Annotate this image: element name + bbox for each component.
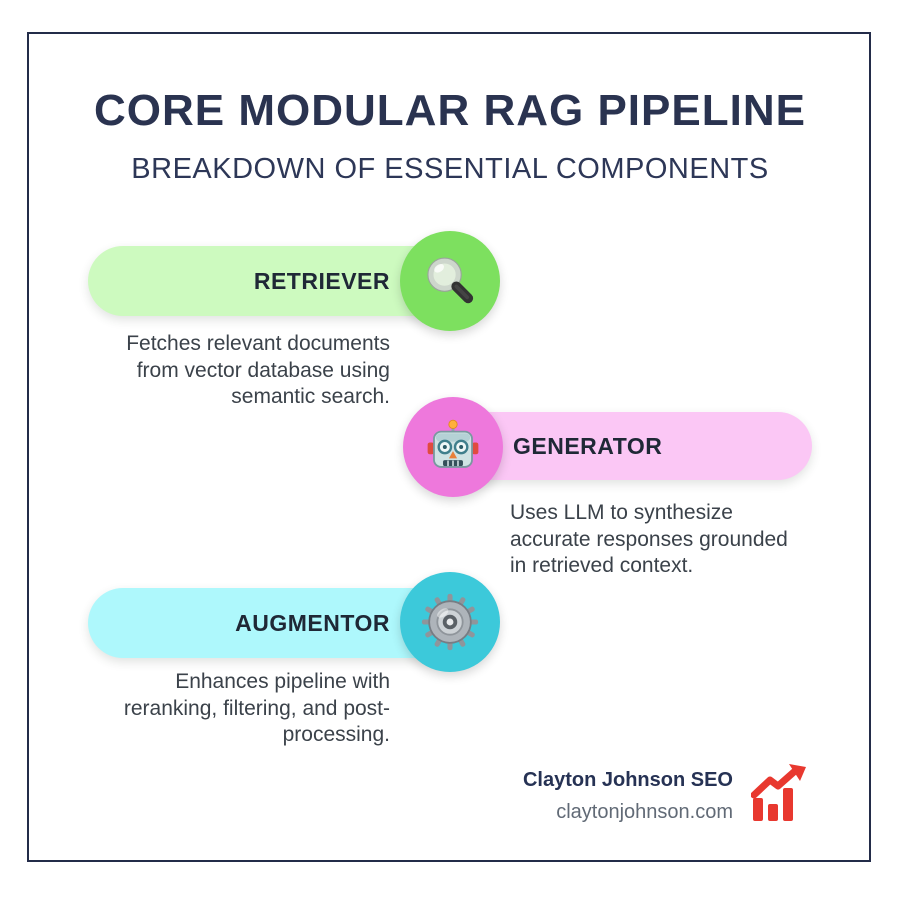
- robot-icon: [427, 419, 479, 468]
- retriever-icon-badge: [400, 231, 500, 331]
- page-subtitle: BREAKDOWN OF ESSENTIAL COMPONENTS: [131, 153, 769, 185]
- growth-chart-icon: [750, 762, 807, 824]
- magnifying-glass-icon: [427, 257, 474, 304]
- gear-icon: [421, 593, 479, 651]
- generator-icon-badge: [403, 397, 503, 497]
- generator-label: GENERATOR: [513, 432, 663, 459]
- brand-website: claytonjohnson.com: [556, 801, 733, 823]
- augmentor-icon-badge: [400, 572, 500, 672]
- brand-name: Clayton Johnson SEO: [522, 769, 733, 791]
- augmentor-description: Enhances pipeline with reranking, filter…: [123, 670, 390, 746]
- retriever-description: Fetches relevant documents from vector d…: [126, 332, 390, 408]
- retriever-label: RETRIEVER: [253, 267, 390, 294]
- augmentor-label: AUGMENTOR: [235, 609, 390, 636]
- page-title: CORE MODULAR RAG PIPELINE: [94, 86, 806, 135]
- generator-description: Uses LLM to synthesize accurate response…: [510, 501, 788, 577]
